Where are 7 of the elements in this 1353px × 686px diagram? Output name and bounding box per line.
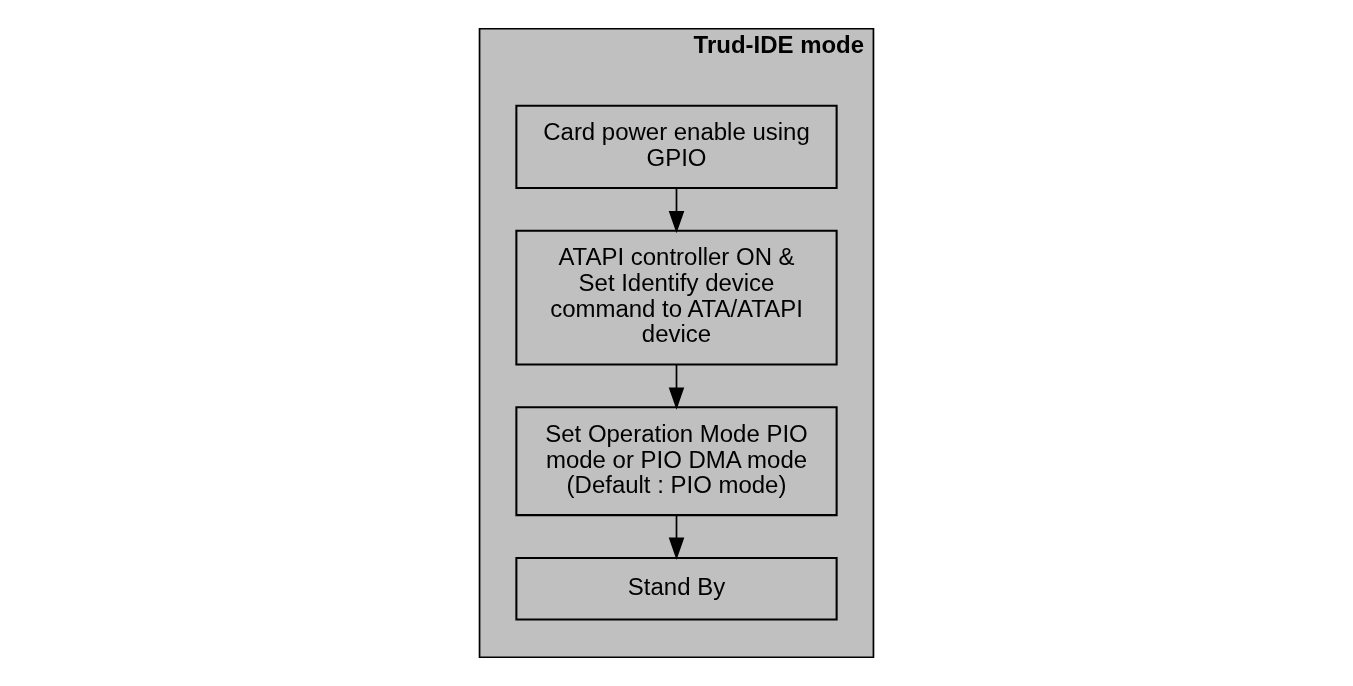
node-box: Set Operation Mode PIO mode or PIO DMA mode (Default : PIO mode): [515, 406, 838, 517]
arrow: [668, 514, 685, 560]
arrow: [668, 363, 685, 410]
node-box: ATAPI controller ON & Set Identify device command to ATA/ATAPI device: [515, 229, 838, 366]
arrow: [668, 187, 685, 234]
node-box: Card power enable using GPIO: [515, 104, 838, 190]
node-box: Stand By: [515, 556, 838, 621]
